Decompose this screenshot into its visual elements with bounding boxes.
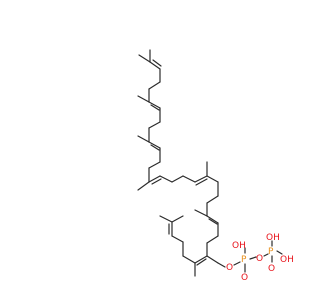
bond-p2-to-oh-right <box>276 250 283 255</box>
bond-chain-15 <box>206 195 219 204</box>
bond-methyl-6 <box>194 209 208 217</box>
bond-double-5-inner <box>195 178 208 186</box>
bond-terminal-double <box>149 61 161 70</box>
bond-chain-13 <box>206 175 219 183</box>
bond-methyl-2 <box>137 95 150 103</box>
bond-double-6-inner <box>208 218 218 225</box>
bond-double-7-inner <box>196 258 207 266</box>
atom-ester-oxygen: O <box>226 263 233 273</box>
bond-methyl-3 <box>137 135 150 143</box>
bond-ester-o-to-p1 <box>233 261 241 266</box>
bond-bridge-o-to-p2 <box>263 253 269 257</box>
atom-p2-oxygen-down: O <box>268 264 275 274</box>
bond-chain-22 <box>171 235 184 243</box>
bond-terminal-methyl-a <box>138 54 151 63</box>
bond-double-7 <box>194 255 208 264</box>
phosphate-bonds <box>206 240 283 273</box>
bond-double-6 <box>206 215 219 224</box>
atom-p1-oxygen-down: O <box>241 273 248 283</box>
bond-double-2-inner <box>150 104 160 111</box>
atom-phosphorus-2: P <box>268 247 274 257</box>
molecule-structure: O P OH O O P OH OH O <box>137 49 294 283</box>
bond-c-to-ester-o <box>217 262 226 268</box>
bond-chain-10 <box>159 175 173 183</box>
atom-bridge-oxygen: O <box>256 254 263 264</box>
bond-double-3 <box>148 141 161 149</box>
atom-labels: O P OH O O P OH OH O <box>226 233 294 283</box>
bond-chain-2 <box>148 81 161 90</box>
bond-methyl-4 <box>137 181 150 191</box>
molecule-diagram: O P OH O O P OH OH O <box>137 49 294 283</box>
carbon-skeleton <box>137 49 219 277</box>
atom-p1-hydroxyl: OH <box>232 241 246 251</box>
bond-p1-to-bridge-o <box>249 256 257 260</box>
bond-double-5 <box>194 175 208 183</box>
bond-chain-11 <box>171 175 184 183</box>
atom-p2-hydroxyl-top: OH <box>266 233 280 243</box>
atom-phosphorus-1: P <box>241 255 247 265</box>
bond-double-4-inner <box>151 178 162 185</box>
bond-double-4 <box>148 175 161 183</box>
bond-chain-5 <box>148 121 161 129</box>
bond-double-2 <box>148 101 161 109</box>
bond-chain-23 <box>159 215 173 223</box>
bond-chain-8 <box>148 161 161 169</box>
bond-chain-18 <box>206 235 219 244</box>
bond-chain-12 <box>182 175 196 183</box>
bond-ch2-to-o <box>206 255 219 264</box>
bond-methyl-8 <box>171 215 184 223</box>
bond-double-3-inner <box>150 144 160 151</box>
atom-p2-hydroxyl-right: OH <box>280 255 294 265</box>
bond-chain-20 <box>182 255 196 264</box>
bond-terminal-double-inner <box>152 59 162 67</box>
